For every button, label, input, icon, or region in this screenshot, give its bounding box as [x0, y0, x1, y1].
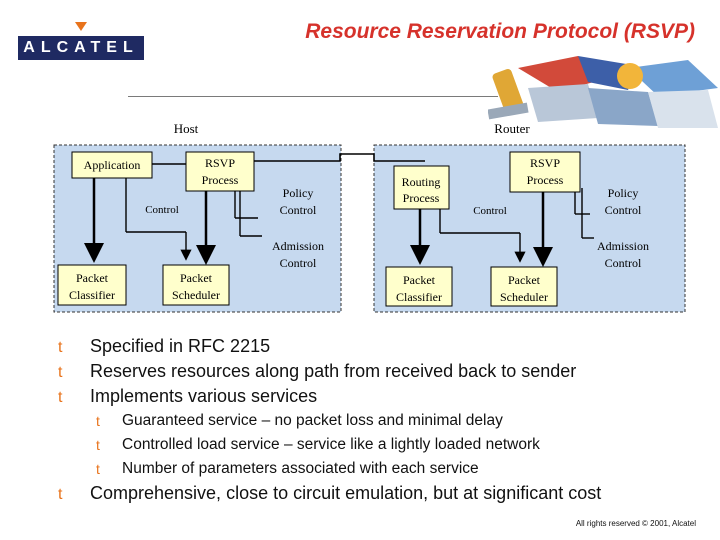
bullet-text: Implements various services: [90, 386, 318, 406]
bullet-marker-icon: t: [96, 437, 100, 453]
router-rsvp-process-label-1: RSVP: [530, 156, 560, 170]
header-collage-image: [488, 56, 718, 128]
host-control-label: Control: [145, 204, 179, 216]
bullet-item: t Specified in RFC 2215: [58, 334, 708, 359]
bullet-marker-icon: t: [96, 413, 100, 429]
host-application-box: [71, 151, 153, 179]
router-rsvp-process-box: [509, 151, 581, 193]
router-packet-scheduler-label-1: Packet: [508, 273, 541, 287]
router-policy-control-label-2: Control: [605, 203, 642, 217]
router-packet-scheduler-box: [490, 266, 558, 307]
bullet-item: t Comprehensive, close to circuit emulati…: [58, 481, 708, 506]
router-packet-classifier-label-2: Classifier: [396, 290, 442, 304]
host-policy-control-label-2: Control: [280, 203, 317, 217]
host-label: Host: [174, 121, 199, 136]
sub-bullet-item: t Controlled load service – service like …: [58, 433, 708, 457]
host-rsvp-process-label-1: RSVP: [205, 156, 235, 170]
router-rsvp-process-label-2: Process: [527, 173, 564, 187]
router-packet-classifier-box: [385, 266, 453, 307]
sub-bullet-text: Number of parameters associated with eac…: [122, 460, 479, 477]
router-policy-control-label-1: Policy: [608, 186, 639, 200]
host-application-label: Application: [84, 158, 141, 172]
router-packet-scheduler-label-2: Scheduler: [500, 290, 548, 304]
bullet-marker-icon: t: [96, 461, 100, 477]
host-admission-control-label-1: Admission: [272, 239, 324, 253]
sub-bullet-item: t Number of parameters associated with ea…: [58, 457, 708, 481]
router-routing-process-box: [393, 165, 450, 210]
host-packet-scheduler-label-2: Scheduler: [172, 288, 220, 302]
host-packet-scheduler-box: [162, 264, 230, 306]
host-rsvp-process-label-2: Process: [202, 173, 239, 187]
sub-bullet-text: Controlled load service – service like a…: [122, 436, 540, 453]
router-packet-classifier-label-1: Packet: [403, 273, 436, 287]
host-packet-classifier-box: [57, 264, 127, 306]
bullet-text: Specified in RFC 2215: [90, 336, 271, 356]
bullet-item: t Reserves resources along path from rece…: [58, 359, 708, 384]
logo-triangle-icon: [75, 22, 87, 31]
host-packet-classifier-label-2: Classifier: [69, 288, 115, 302]
router-control-label: Control: [473, 205, 507, 217]
router-routing-process-label-1: Routing: [402, 175, 441, 189]
host-packet-scheduler-label-1: Packet: [180, 271, 213, 285]
router-label: Router: [494, 121, 530, 136]
bullet-text: Reserves resources along path from recei…: [90, 361, 577, 381]
bullet-marker-icon: t: [58, 339, 63, 356]
host-admission-control-label-2: Control: [280, 256, 317, 270]
bullet-marker-icon: t: [58, 364, 63, 381]
bullet-text: Comprehensive, close to circuit emulatio…: [90, 483, 602, 503]
host-rsvp-process-box: [185, 151, 255, 192]
logo-wordmark: ALCATEL: [18, 36, 144, 60]
slide-title: Resource Reservation Protocol (RSVP): [305, 20, 695, 43]
rsvp-architecture-diagram: Host Router Application RSVP Process Pol…: [53, 121, 686, 313]
sub-bullet-text: Guaranteed service – no packet loss and …: [122, 412, 503, 429]
host-packet-classifier-label-1: Packet: [76, 271, 109, 285]
bullet-marker-icon: t: [58, 486, 63, 503]
router-admission-control-label-1: Admission: [597, 239, 649, 253]
sub-bullet-item: t Guaranteed service – no packet loss and…: [58, 409, 708, 433]
bullet-item: t Implements various services: [58, 384, 708, 409]
bullet-marker-icon: t: [58, 389, 63, 406]
alcatel-logo: ALCATEL: [18, 22, 144, 62]
router-admission-control-label-2: Control: [605, 256, 642, 270]
copyright-footer: All rights reserved © 2001, Alcatel: [575, 519, 696, 528]
router-routing-process-label-2: Process: [403, 191, 440, 205]
header-divider: [128, 96, 498, 97]
host-policy-control-label-1: Policy: [283, 186, 314, 200]
